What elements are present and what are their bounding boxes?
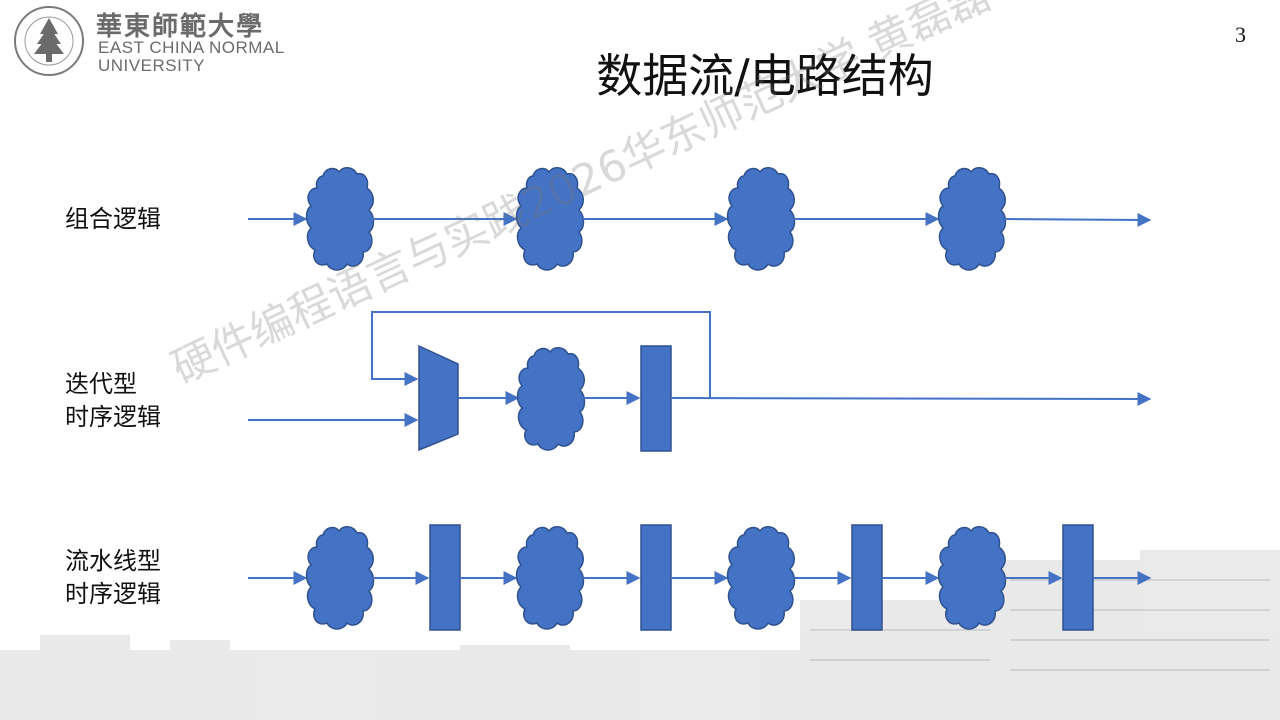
logic-cloud	[515, 525, 585, 630]
logo-english-line2: UNIVERSITY	[98, 56, 206, 75]
page-number: 3	[1235, 22, 1246, 47]
row-label-pipeline-line1: 流水线型	[65, 547, 161, 575]
row-combinational	[248, 166, 1152, 271]
university-seal-icon	[14, 6, 84, 76]
arrow	[670, 391, 1152, 406]
logic-cloud	[726, 166, 796, 271]
row-iterative	[248, 311, 1152, 452]
campus-background	[0, 550, 1280, 720]
register	[851, 524, 883, 631]
logo-english-line1: EAST CHINA NORMAL	[98, 38, 285, 57]
logo-chinese-name: 華東師範大學	[96, 12, 265, 42]
row-label-iterative: 迭代型 时序逻辑	[65, 368, 161, 434]
logic-cloud	[305, 525, 375, 630]
row-pipeline	[248, 524, 1152, 631]
register	[640, 345, 672, 452]
feedback-line	[371, 311, 711, 398]
register	[429, 524, 461, 631]
logic-cloud	[516, 346, 586, 451]
register	[640, 524, 672, 631]
row-label-iterative-line2: 时序逻辑	[65, 403, 161, 431]
logic-cloud	[726, 525, 796, 630]
row-label-pipeline-line2: 时序逻辑	[65, 580, 161, 608]
row-label-iterative-line1: 迭代型	[65, 370, 137, 398]
logic-cloud	[937, 525, 1007, 630]
register	[1062, 524, 1094, 631]
row-label-combinational-text: 组合逻辑	[65, 205, 161, 233]
slide-title: 数据流/电路结构	[596, 49, 934, 103]
arrow	[1004, 212, 1152, 227]
row-label-combinational: 组合逻辑	[65, 203, 161, 236]
logic-cloud	[937, 166, 1007, 271]
row-label-pipeline: 流水线型 时序逻辑	[65, 545, 161, 611]
multiplexer	[418, 344, 459, 452]
